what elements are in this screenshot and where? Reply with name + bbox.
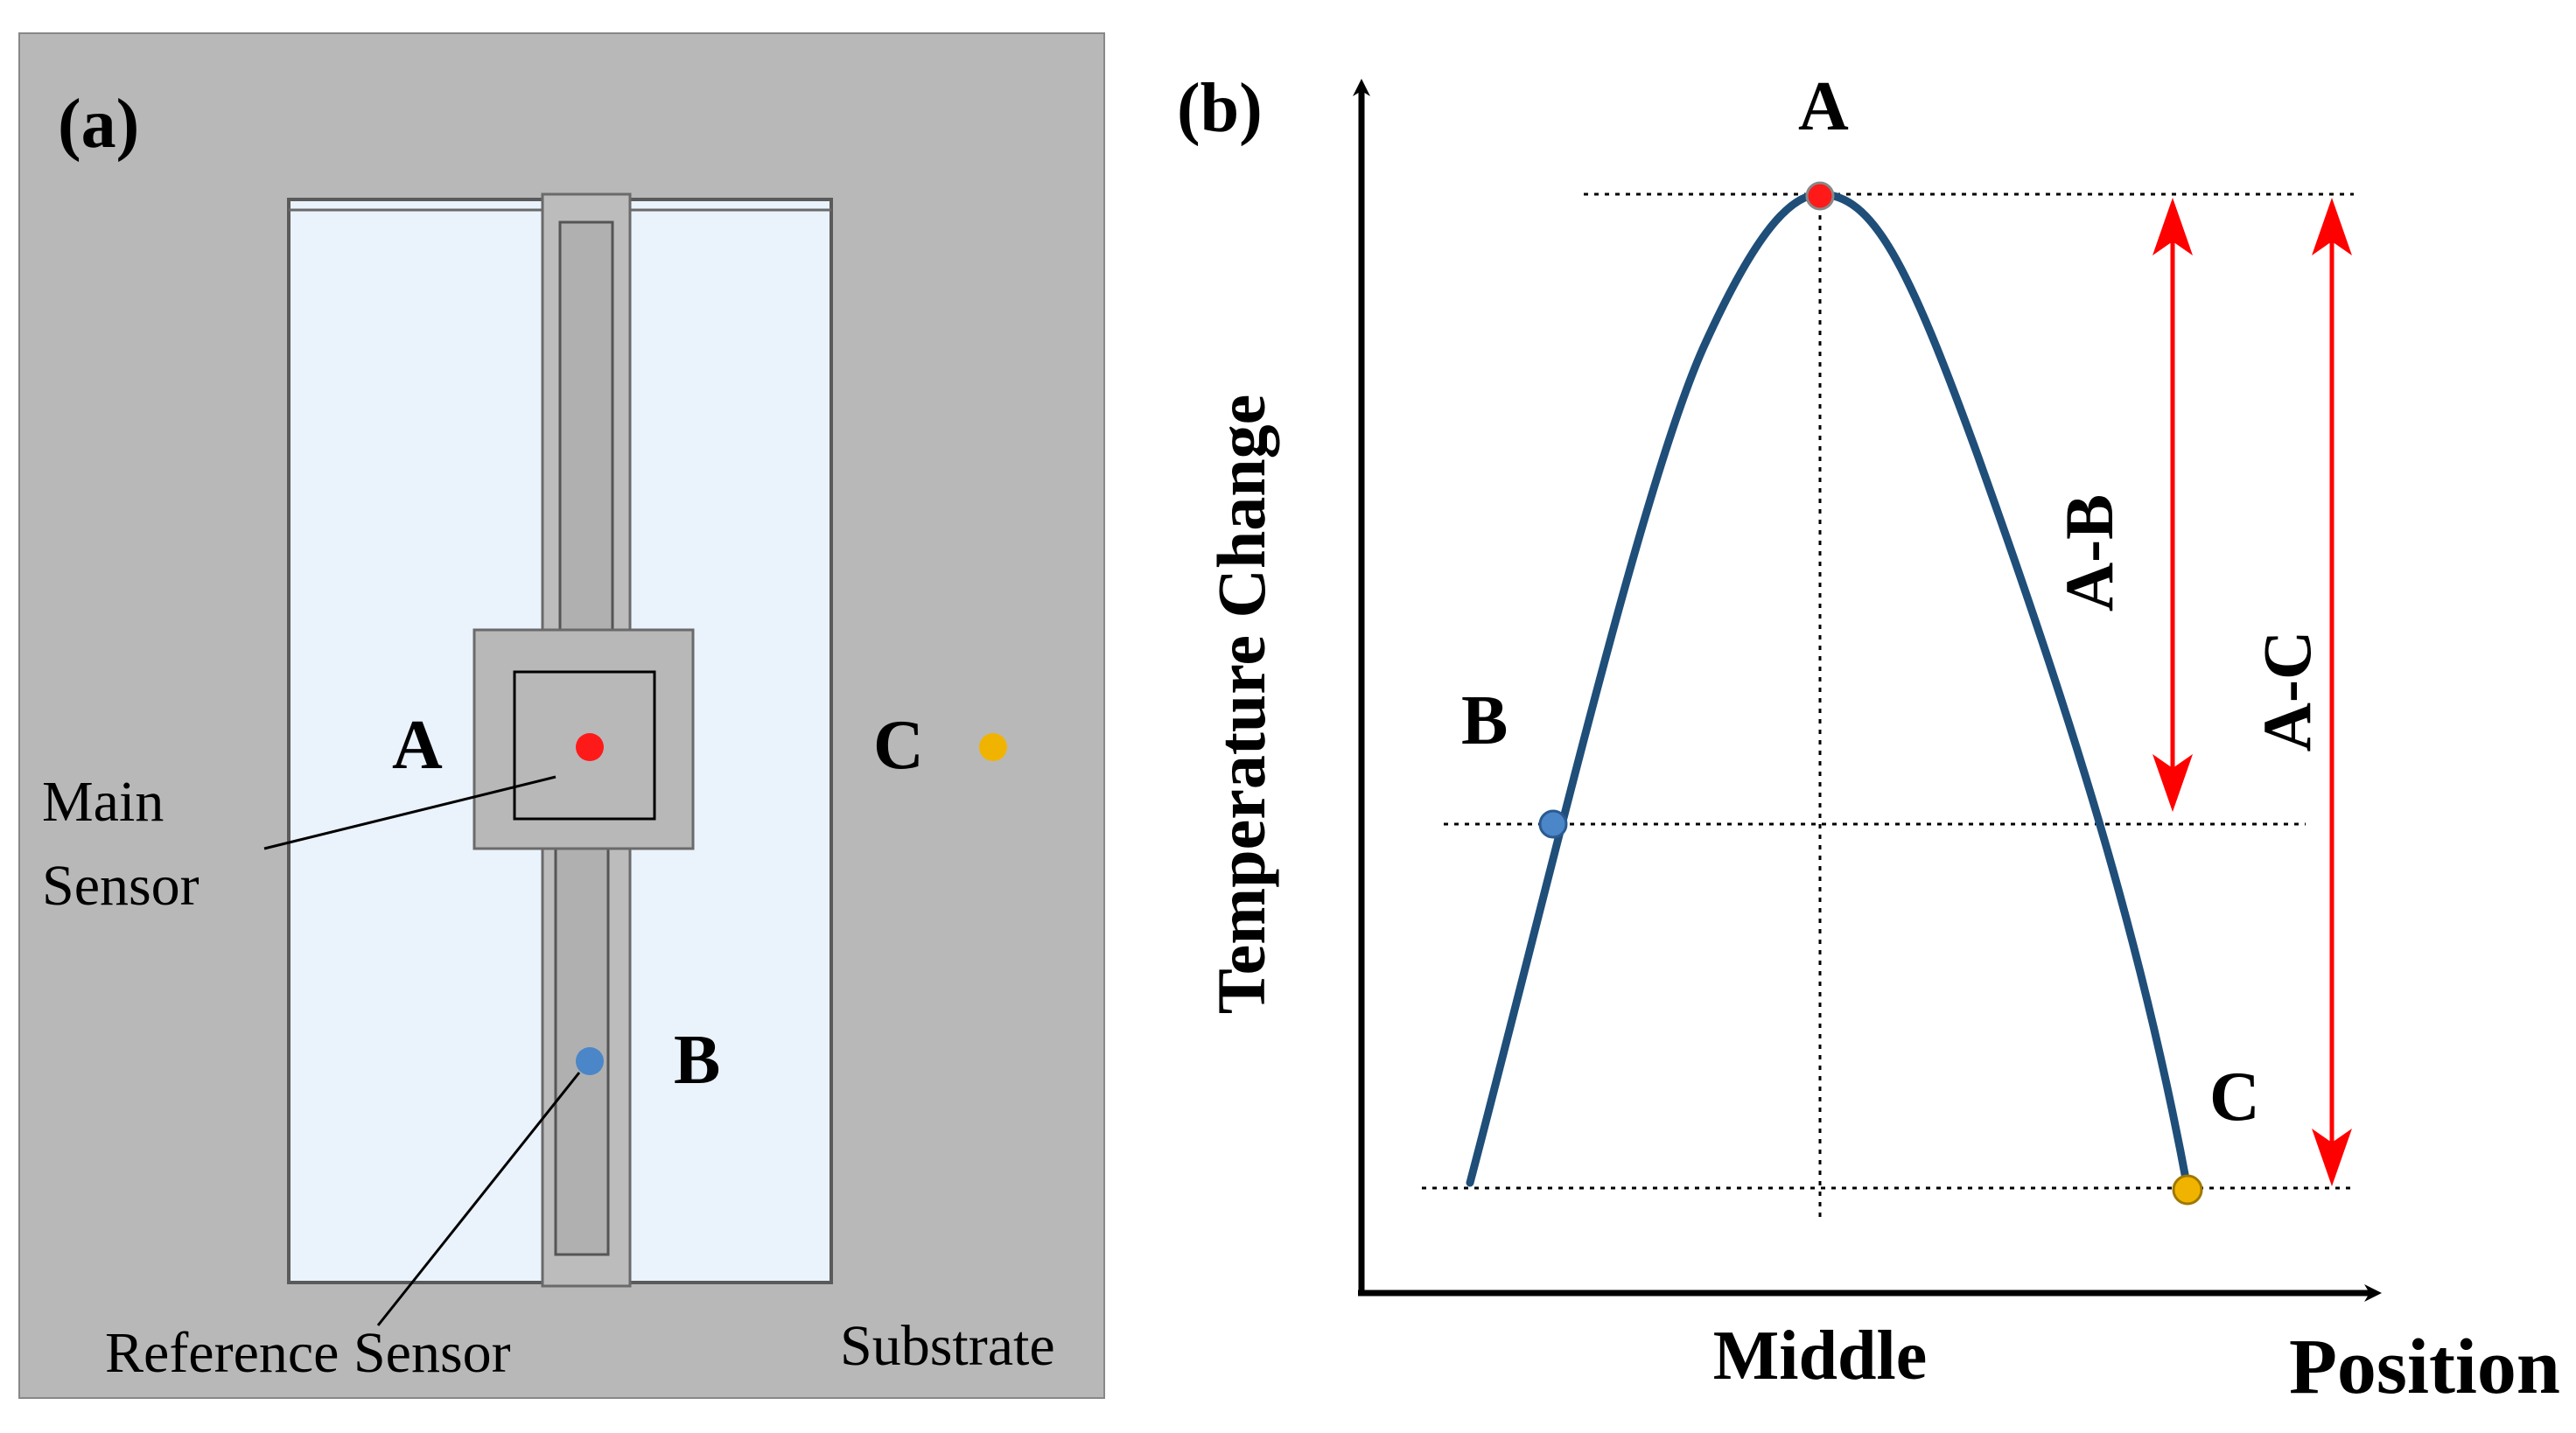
panel-a-point-a-dot — [576, 733, 604, 761]
panel-a: (a) A B C Main Sensor Reference Sensor S… — [18, 32, 1105, 1399]
arrow-a-c-label: A-C — [2249, 631, 2325, 752]
panel-a-point-b-dot — [576, 1047, 604, 1075]
panel-b-point-c-label: C — [2209, 1059, 2260, 1136]
main-sensor-label-line2: Sensor — [42, 854, 200, 918]
panel-b-point-a-dot — [1805, 181, 1835, 211]
main-sensor-label-line1: Main — [42, 770, 164, 834]
panel-b-label: (b) — [1177, 70, 1263, 147]
panel-b: (b) A B C Temperature Change Middle Posi… — [1177, 68, 2560, 1410]
bridge-inner-upper — [558, 220, 614, 635]
arrow-a-c — [2312, 198, 2352, 1186]
y-axis-label: Temperature Change — [1203, 395, 1279, 1014]
panel-b-point-b-dot — [1538, 809, 1568, 839]
substrate-label: Substrate — [840, 1314, 1055, 1378]
x-tick-label-middle: Middle — [1713, 1318, 1927, 1395]
panel-a-point-b-label: B — [674, 1022, 720, 1099]
panel-a-point-c-label: C — [873, 707, 924, 784]
bridge-inner-lower — [554, 824, 610, 1256]
panel-b-point-b-label: B — [1461, 682, 1508, 759]
reference-sensor-leader — [376, 1072, 581, 1326]
arrow-a-b — [2152, 198, 2193, 812]
x-axis-label: Position — [2289, 1324, 2560, 1410]
panel-b-point-a-label: A — [1798, 68, 1849, 145]
panel-a-point-c-dot — [979, 733, 1007, 761]
reference-sensor-label: Reference Sensor — [105, 1321, 511, 1385]
panel-a-point-a-label: A — [392, 707, 443, 784]
arrow-a-b-label: A-B — [2051, 494, 2127, 612]
temperature-curve — [1466, 190, 2192, 1192]
panel-a-label: (a) — [58, 86, 139, 163]
panel-b-point-c-dot — [2172, 1174, 2203, 1206]
main-sensor-leader — [263, 775, 556, 850]
